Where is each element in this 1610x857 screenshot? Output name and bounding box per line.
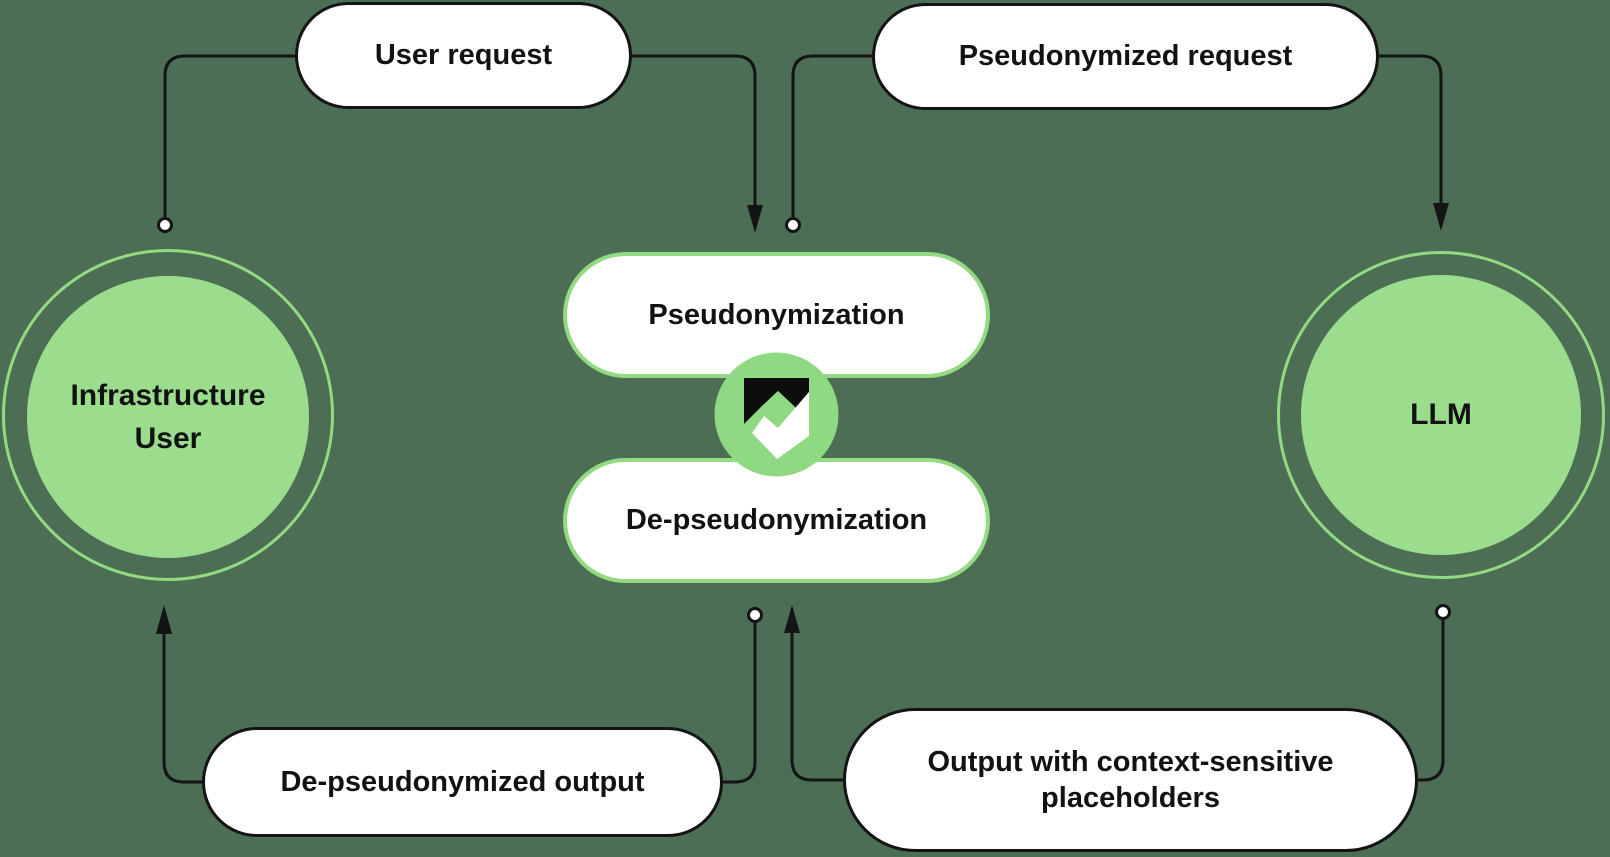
edge-start-dot-user bbox=[157, 217, 173, 233]
edge-start-dot-de-pseudonymization bbox=[747, 607, 763, 623]
arrowhead-into-infrastructure-user bbox=[156, 605, 172, 634]
edge-output-to-user bbox=[162, 632, 205, 784]
edge-label-user-request: User request bbox=[295, 2, 632, 109]
arrowhead-into-pseudonymization bbox=[747, 205, 763, 233]
arrowhead-into-de-pseudonymization bbox=[784, 605, 800, 633]
edge-user-to-user-request bbox=[163, 54, 298, 230]
infrastructure-user-label: Infrastructure User bbox=[70, 378, 266, 456]
pseudonymization-label: Pseudonymization bbox=[648, 298, 905, 331]
edge-de-pseudonymization-to-output bbox=[722, 619, 757, 784]
edge-pseudonymization-to-pseudonymized-request bbox=[791, 54, 874, 223]
edge-llm-to-output bbox=[1417, 614, 1445, 782]
node-de-pseudonymization: De-pseudonymization bbox=[563, 458, 990, 583]
shield-check-logo-icon bbox=[714, 352, 839, 477]
edge-output-to-de-pseudonymization bbox=[790, 631, 845, 782]
edge-label-pseudonymized-request: Pseudonymized request bbox=[872, 3, 1379, 110]
edge-label-output-with-placeholders: Output with context-sensitive placeholde… bbox=[843, 708, 1418, 852]
llm-label: LLM bbox=[1410, 398, 1472, 432]
node-llm: LLM bbox=[1301, 275, 1581, 555]
infrastructure-user-ring bbox=[2, 249, 334, 581]
user-request-label: User request bbox=[374, 39, 553, 72]
edge-user-request-to-pseudonymization bbox=[629, 54, 757, 207]
edge-start-dot-llm bbox=[1435, 604, 1451, 620]
llm-ring bbox=[1277, 251, 1605, 579]
node-infrastructure-user: Infrastructure User bbox=[27, 276, 309, 558]
edge-pseudonymized-request-to-llm bbox=[1377, 54, 1443, 205]
pseudonymized-request-label: Pseudonymized request bbox=[958, 40, 1293, 73]
de-pseudonymized-output-label: De-pseudonymized output bbox=[280, 765, 645, 798]
edge-start-dot-pseudonymization bbox=[785, 217, 801, 233]
arrowhead-into-llm bbox=[1433, 203, 1449, 231]
output-with-placeholders-label: Output with context-sensitive placeholde… bbox=[927, 745, 1334, 814]
edge-label-de-pseudonymized-output: De-pseudonymized output bbox=[202, 727, 723, 837]
de-pseudonymization-label: De-pseudonymization bbox=[625, 504, 928, 537]
